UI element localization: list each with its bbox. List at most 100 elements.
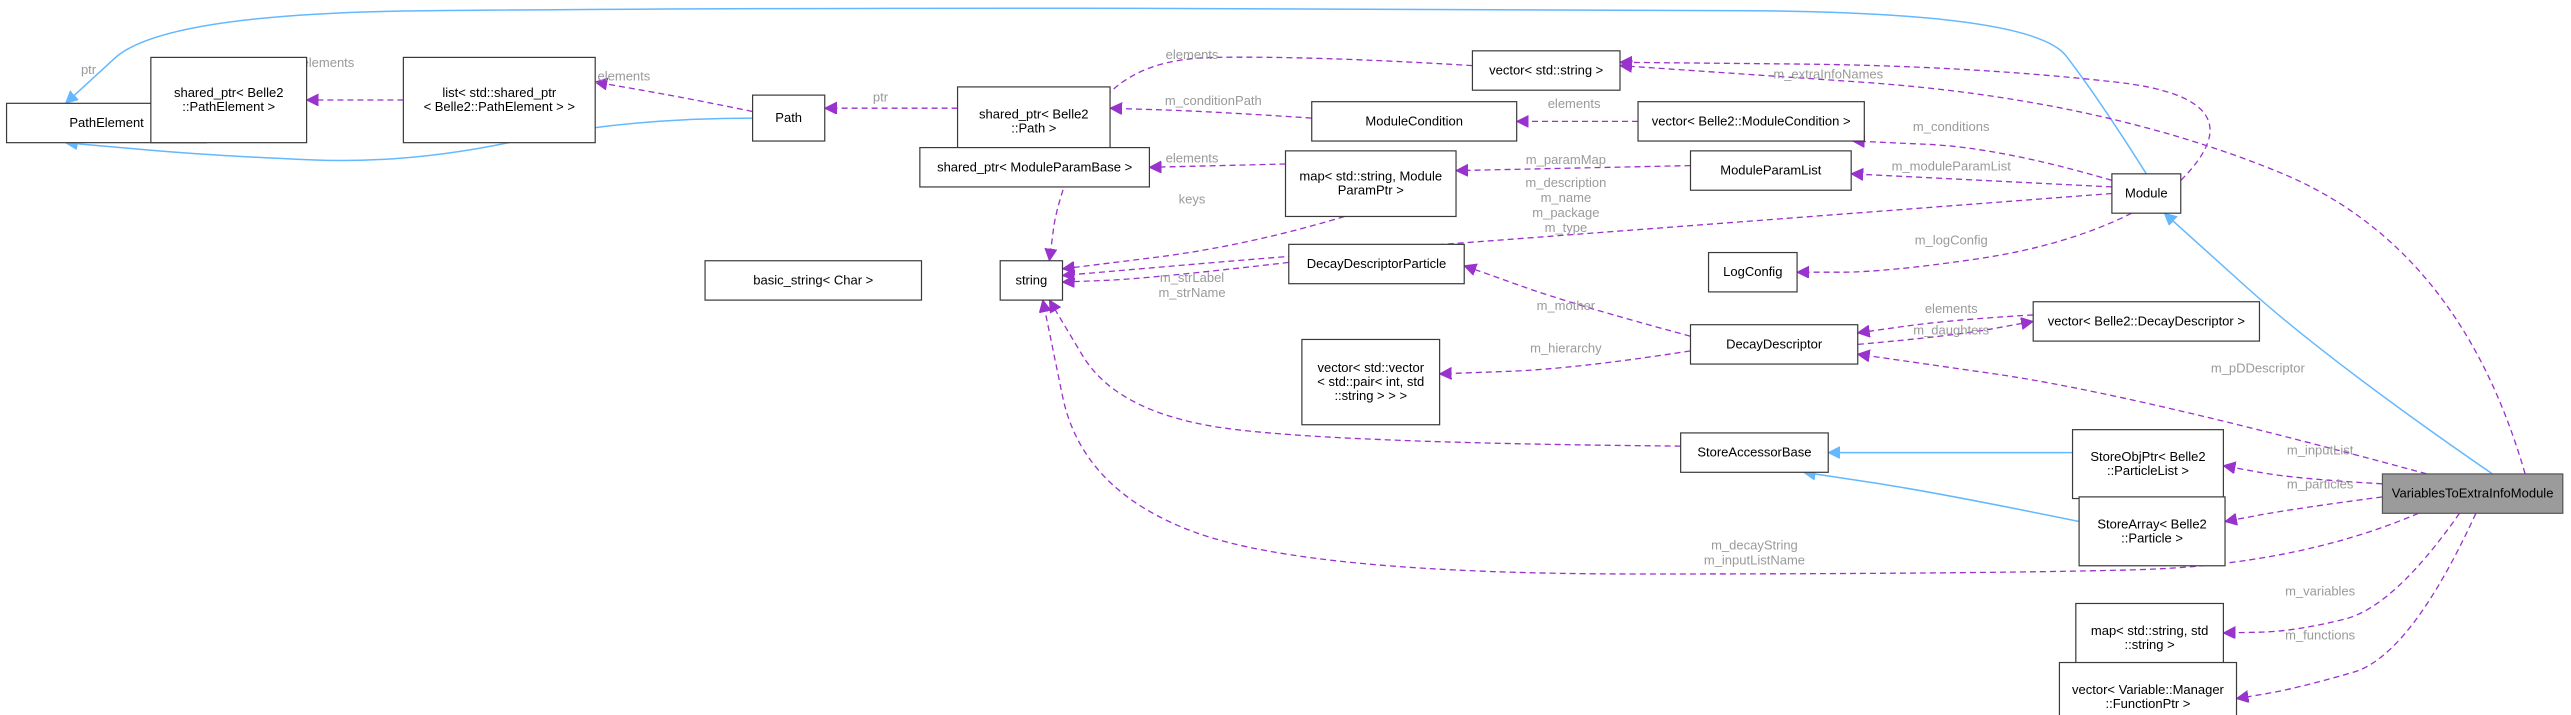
edge-label-text: m_inputListName <box>1704 552 1805 567</box>
edge-label-elements-5: elements <box>1925 301 1978 316</box>
node-label: StoreArray< Belle2 <box>2097 516 2206 531</box>
edge-label-elements-4: elements <box>1166 150 1219 165</box>
edge-modulecondition-to-sp-path <box>1110 108 1312 119</box>
edge-label-elements-1: elements <box>302 55 355 70</box>
node-label: vector< std::vector <box>1317 360 1424 375</box>
node-label: map< std::string, Module <box>1299 169 1442 184</box>
node-path[interactable]: Path <box>752 94 826 142</box>
node-variables-module[interactable]: VariablesToExtraInfoModule <box>2381 473 2564 514</box>
edge-label-text: m_logConfig <box>1915 232 1988 247</box>
edge-label-m-condition-path: m_conditionPath <box>1165 93 1262 108</box>
node-label: basic_string< Char > <box>753 272 873 287</box>
edge-path-inherits-pathelement <box>66 117 753 162</box>
edge-variables-to-map-string-string <box>2223 512 2461 633</box>
node-list-sp[interactable]: list< std::shared_ptr< Belle2::PathEleme… <box>402 56 596 144</box>
node-label: ::ParticleList > <box>2107 463 2189 478</box>
node-vector-string[interactable]: vector< std::string > <box>1471 50 1621 91</box>
node-box <box>150 56 308 144</box>
node-label: string <box>1015 272 1047 287</box>
edge-label-text: m_type <box>1545 220 1588 235</box>
node-label: ModuleCondition <box>1365 113 1463 128</box>
edge-label-ptr-2: ptr <box>873 90 889 105</box>
edge-label-m-module-param-list: m_moduleParamList <box>1892 159 2012 174</box>
node-label: vector< Variable::Manager <box>2072 682 2225 697</box>
edge-module-to-vector-modulecondition <box>1853 141 2113 182</box>
edge-label-m-log-config: m_logConfig <box>1915 232 1988 247</box>
edge-label-m-param-map: m_paramMap <box>1526 152 1606 167</box>
node-label: ::PathElement > <box>182 99 275 114</box>
node-label: vector< Belle2::DecayDescriptor > <box>2048 313 2245 328</box>
edge-label-m-elements: m_elements <box>579 68 650 83</box>
edge-label-text: m_strName <box>1158 285 1225 300</box>
edge-label-elements-2: elements <box>1166 47 1219 62</box>
edge-label-m-extra-info-names: m_extraInfoNames <box>1773 67 1883 82</box>
edge-map-to-string <box>1063 215 1345 269</box>
edge-label-text: m_strLabel <box>1160 270 1224 285</box>
edge-label-m-hierarchy: m_hierarchy <box>1530 341 1602 356</box>
node-label: ::FunctionPtr > <box>2106 696 2191 711</box>
edge-variables-to-storeobjptr <box>2223 466 2383 485</box>
edge-label-text: m_decayString <box>1711 537 1798 552</box>
node-label: ::string > <box>2124 637 2174 652</box>
edge-label-text: elements <box>1548 96 1601 111</box>
node-label: Module <box>2125 186 2168 201</box>
node-vector-decaydescriptor[interactable]: vector< Belle2::DecayDescriptor > <box>2032 301 2261 342</box>
node-module[interactable]: Module <box>2111 173 2182 214</box>
edge-storeaccessorbase-to-string <box>1049 300 1681 447</box>
node-vector-functionptr[interactable]: vector< Variable::Manager::FunctionPtr > <box>2058 661 2238 715</box>
node-label: ::string > > > <box>1334 388 1407 403</box>
node-storearray[interactable]: StoreArray< Belle2::Particle > <box>2078 496 2226 567</box>
edge-decaydescriptor-to-vector-decaydescriptor <box>1857 321 2034 346</box>
node-vector-vector-pair[interactable]: vector< std::vector< std::pair< int, std… <box>1301 338 1441 426</box>
edge-variables-to-vector-string <box>1620 66 2526 475</box>
node-sp-moduleparambase[interactable]: shared_ptr< ModuleParamBase > <box>919 146 1151 188</box>
node-module-param-list[interactable]: ModuleParamList <box>1689 150 1852 191</box>
node-box <box>704 260 923 301</box>
edge-label-m-variables: m_variables <box>2285 583 2356 598</box>
node-label: LogConfig <box>1723 264 1782 279</box>
node-box <box>1311 101 1518 142</box>
node-label: DecayDescriptorParticle <box>1307 256 1446 271</box>
node-box <box>2078 496 2226 567</box>
node-label: ::Particle > <box>2121 530 2183 545</box>
node-sp-pathelement[interactable]: shared_ptr< Belle2::PathElement > <box>150 56 308 144</box>
edge-label-text: keys <box>1179 191 1206 206</box>
edge-label-text: m_variables <box>2285 583 2356 598</box>
node-box <box>1284 150 1457 218</box>
edge-label-text: m_hierarchy <box>1530 341 1602 356</box>
node-decay-descriptor-particle[interactable]: DecayDescriptorParticle <box>1288 243 1465 285</box>
edge-label-text: ptr <box>81 62 97 77</box>
node-string[interactable]: string <box>999 260 1064 301</box>
node-label: vector< std::string > <box>1489 63 1603 78</box>
node-vector-modulecondition[interactable]: vector< Belle2::ModuleCondition > <box>1637 101 1865 142</box>
edge-decaydescriptor-to-vector-vector-pair <box>1440 350 1691 374</box>
edge-variables-to-storearray <box>2225 496 2383 522</box>
edge-module-inherits-pathelement <box>66 7 2147 175</box>
edge-module-to-vector-string <box>1620 62 2211 181</box>
node-decay-descriptor[interactable]: DecayDescriptor <box>1689 324 1859 365</box>
node-box <box>1689 324 1859 365</box>
node-label: ModuleParamList <box>1720 163 1822 178</box>
node-label: list< std::shared_ptr <box>442 85 556 100</box>
node-box <box>919 146 1151 188</box>
node-storeobjptr[interactable]: StoreObjPtr< Belle2::ParticleList > <box>2071 429 2224 500</box>
node-label: VariablesToExtraInfoModule <box>2392 486 2554 501</box>
node-module-condition[interactable]: ModuleCondition <box>1311 101 1518 142</box>
edge-label-text: m_daughters <box>1913 323 1989 338</box>
node-label: StoreAccessorBase <box>1697 445 1811 460</box>
node-store-accessor-base[interactable]: StoreAccessorBase <box>1680 432 1829 473</box>
node-label: ::Path > <box>1011 120 1056 135</box>
node-basic-string[interactable]: basic_string< Char > <box>704 260 923 301</box>
node-box <box>752 94 826 142</box>
node-box <box>956 86 1111 157</box>
node-sp-path[interactable]: shared_ptr< Belle2::Path > <box>956 86 1111 157</box>
edges <box>66 7 2526 698</box>
edge-label-text: m_name <box>1541 190 1592 205</box>
node-box <box>2058 661 2238 715</box>
node-label: shared_ptr< Belle2 <box>174 85 284 100</box>
node-log-config[interactable]: LogConfig <box>1707 251 1798 293</box>
